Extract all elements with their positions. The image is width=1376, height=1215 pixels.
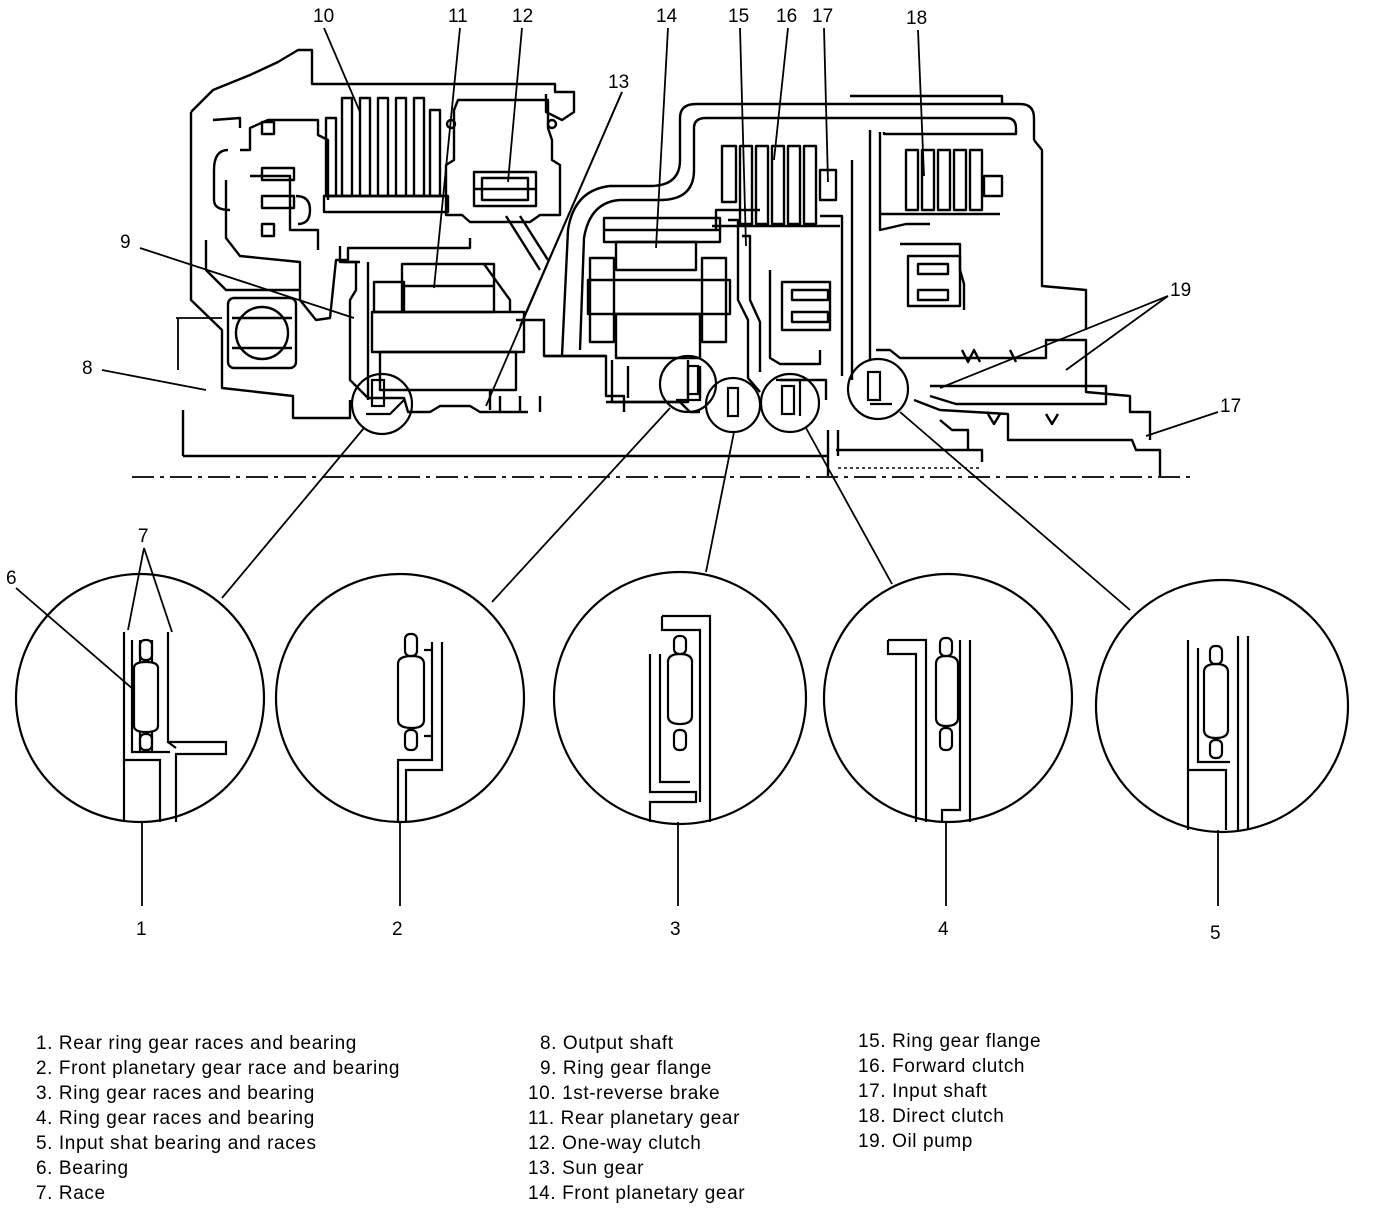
detail-label-2: 2 — [392, 919, 403, 940]
input-shaft-outline — [836, 398, 1162, 476]
legend-item: 11. Rear planetary gear — [528, 1108, 740, 1129]
location-circle-5 — [846, 357, 910, 421]
detail-view-4 — [822, 572, 1074, 824]
callout-12: 12 — [512, 6, 533, 27]
callout-6: 6 — [6, 568, 17, 589]
legend-item: 14. Front planetary gear — [528, 1183, 745, 1204]
front-housing-outline — [560, 102, 1088, 357]
legend-item: 6. Bearing — [36, 1158, 129, 1179]
rear-housing-outline — [189, 48, 576, 420]
detail-view-3 — [552, 570, 808, 826]
legend-item: 17. Input shaft — [858, 1081, 988, 1102]
detail-number-labels: 1 2 3 4 5 — [136, 919, 1221, 944]
transmission-cross-section — [132, 48, 1190, 478]
legend-item: 1. Rear ring gear races and bearing — [36, 1033, 357, 1054]
detail-circles — [14, 547, 1350, 906]
callout-19: 19 — [1170, 280, 1191, 301]
legend-column-3: 15. Ring gear flange 16. Forward clutch … — [858, 1031, 1041, 1152]
legend-item: 15. Ring gear flange — [858, 1031, 1041, 1052]
legend-item: 2. Front planetary gear race and bearing — [36, 1058, 400, 1079]
direct-clutch-plates — [880, 148, 1004, 216]
location-circle-4 — [759, 372, 821, 434]
detail-label-3: 3 — [670, 919, 681, 940]
forward-clutch-plates — [712, 144, 840, 228]
detail-label-4: 4 — [938, 919, 949, 940]
callout-14: 14 — [656, 6, 678, 27]
callout-16: 16 — [776, 6, 797, 27]
legend-item: 19. Oil pump — [858, 1131, 973, 1152]
location-circle-1 — [350, 372, 414, 436]
oil-pump-outline — [876, 338, 1152, 440]
location-circle-3 — [704, 376, 762, 434]
callout-8: 8 — [82, 358, 93, 379]
callout-18: 18 — [906, 8, 927, 29]
detail-label-1: 1 — [136, 919, 147, 940]
detail-view-2 — [274, 572, 526, 824]
detail-view-5 — [1094, 578, 1350, 834]
legend-item: 8. Output shaft — [540, 1033, 674, 1054]
legend: 1. Rear ring gear races and bearing 2. F… — [36, 1031, 1041, 1204]
legend-item: 13. Sun gear — [528, 1158, 644, 1179]
callout-9: 9 — [120, 232, 131, 253]
detail-view-1 — [14, 572, 266, 824]
callout-11: 11 — [448, 6, 468, 27]
callout-7: 7 — [138, 526, 149, 547]
legend-column-1: 1. Rear ring gear races and bearing 2. F… — [36, 1033, 400, 1204]
callout-labels: 10 11 12 13 14 15 16 17 18 9 8 19 17 7 6 — [6, 6, 1241, 589]
legend-item: 10. 1st-reverse brake — [528, 1083, 720, 1104]
callout-17-right: 17 — [1220, 396, 1241, 417]
legend-item: 5. Input shat bearing and races — [36, 1133, 317, 1154]
output-bearing-ball — [234, 305, 290, 361]
front-ring-gear-flange — [728, 218, 762, 393]
front-planetary-gear-block — [586, 216, 732, 404]
legend-item: 12. One-way clutch — [528, 1133, 701, 1154]
legend-item: 18. Direct clutch — [858, 1106, 1004, 1127]
legend-item: 4. Ring gear races and bearing — [36, 1108, 315, 1129]
legend-column-2: 8. Output shaft 9. Ring gear flange 10. … — [528, 1033, 745, 1204]
legend-item: 16. Forward clutch — [858, 1056, 1025, 1077]
legend-item: 3. Ring gear races and bearing — [36, 1083, 315, 1104]
one-way-clutch-body — [444, 98, 562, 224]
callout-13: 13 — [608, 72, 629, 93]
location-circles — [350, 354, 910, 436]
first-reverse-brake-plates — [322, 96, 450, 214]
callout-17-top: 17 — [812, 6, 833, 27]
output-bearing-housing — [226, 296, 298, 370]
callout-10: 10 — [313, 6, 334, 27]
callout-15: 15 — [728, 6, 749, 27]
legend-item: 9. Ring gear flange — [540, 1058, 712, 1079]
rear-ring-gear-drum — [344, 260, 528, 414]
detail-label-5: 5 — [1210, 923, 1221, 944]
sun-gear-shaft — [516, 318, 626, 412]
legend-item: 7. Race — [36, 1183, 106, 1204]
rear-planetary-gear-block — [370, 215, 550, 392]
leader-lines — [101, 27, 1219, 611]
